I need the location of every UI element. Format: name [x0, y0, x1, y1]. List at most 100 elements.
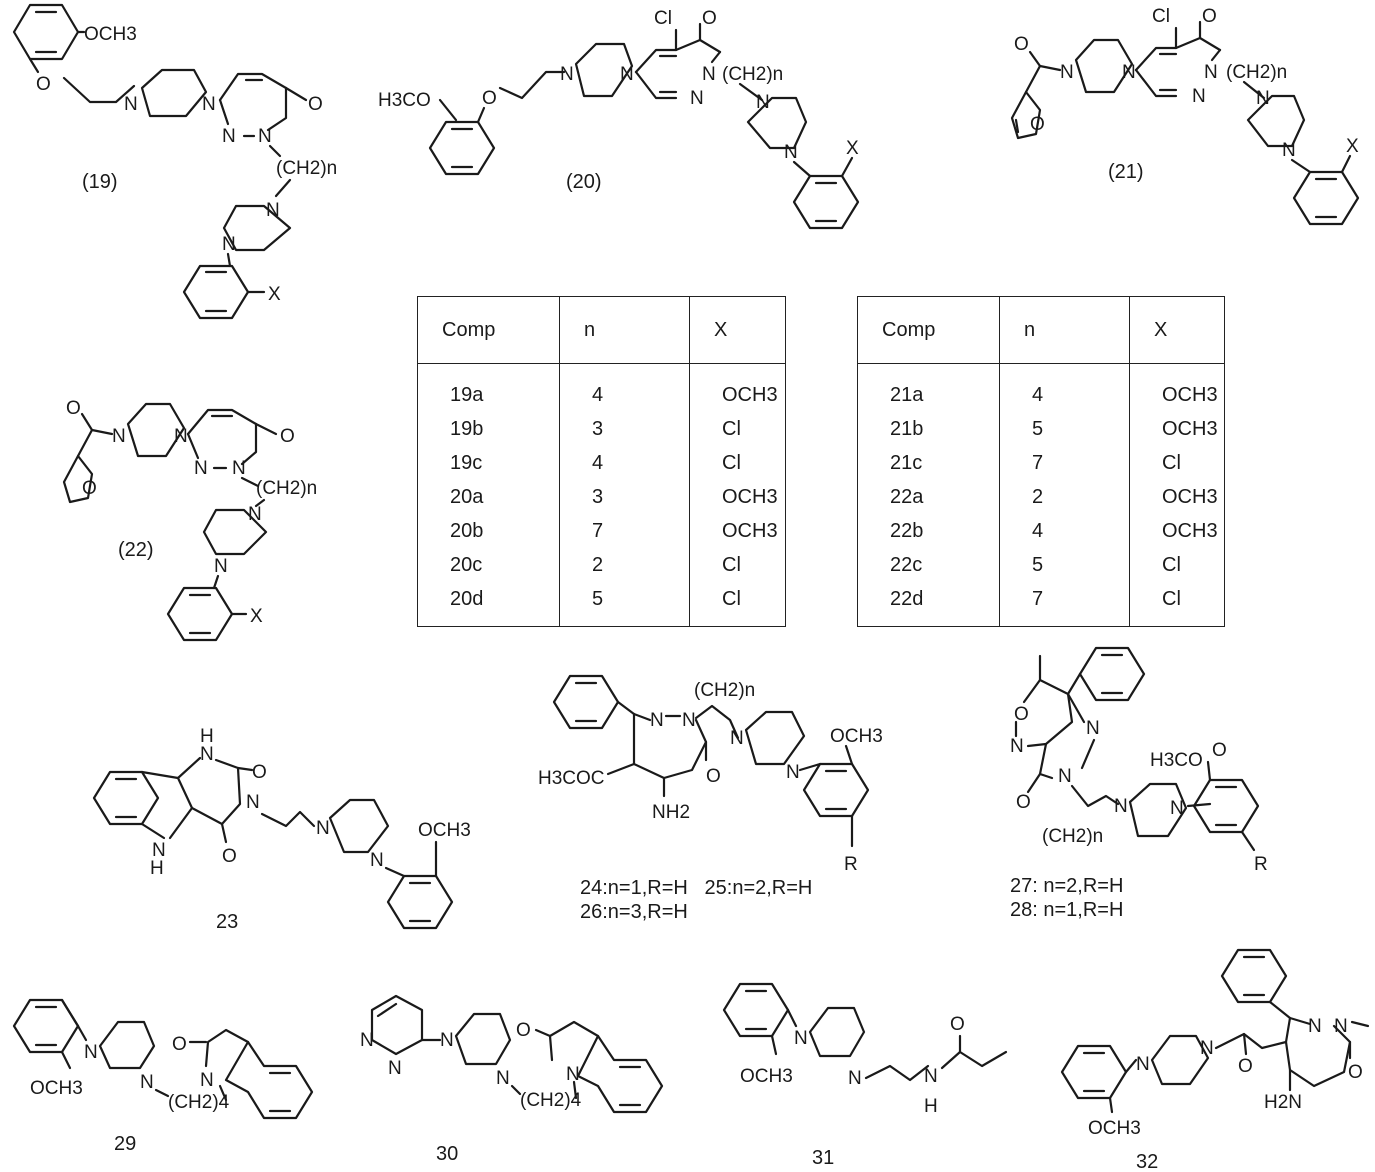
atom-n: N — [650, 710, 664, 731]
atom-n: N — [756, 92, 770, 113]
compound-30: N N N N (CH2)4 N O 30 — [360, 994, 664, 1165]
atom-o: O — [308, 94, 323, 115]
cell-comp: 22d — [890, 587, 924, 610]
compound-24-26: N N O NH2 H3COC (CH2)n N N OCH3 R 24:n=1… — [538, 674, 883, 923]
atom-h3coc: H3COC — [538, 768, 605, 789]
cell-x: Cl — [689, 548, 786, 582]
atom-o: O — [1238, 1056, 1253, 1077]
atom-o: O — [66, 398, 81, 419]
col-header-x: X — [1129, 296, 1225, 364]
atom-n: N — [214, 556, 228, 577]
caption-23: 23 — [216, 911, 238, 933]
col-header-n: n — [999, 296, 1130, 364]
atom-o: O — [482, 88, 497, 109]
atom-n: N — [1200, 1038, 1214, 1059]
cell-x: OCH3 — [689, 480, 786, 514]
cell-x: OCH3 — [1129, 514, 1225, 548]
atom-n: N — [112, 426, 126, 447]
atom-och3: OCH3 — [418, 820, 471, 841]
cell-comp: 19c — [450, 451, 483, 474]
atom-o: O — [950, 1014, 965, 1035]
atom-ch2n: (CH2)n — [694, 680, 755, 701]
atom-n: N — [702, 64, 716, 85]
cell-x: OCH3 — [1129, 363, 1225, 412]
cell-comp: 20a — [450, 485, 484, 508]
atom-x: X — [268, 284, 281, 305]
caption-19: (19) — [82, 171, 118, 193]
atom-n: N — [690, 88, 704, 109]
atom-cl: Cl — [1152, 6, 1170, 27]
atom-h3co: H3CO — [1150, 750, 1203, 771]
atom-o: O — [222, 846, 237, 867]
compound-31: OCH3 N N N H O 31 — [722, 982, 1008, 1169]
col-header-x: X — [689, 296, 786, 364]
cell-x: Cl — [1129, 548, 1225, 582]
atom-n: N — [794, 1028, 808, 1049]
atom-n: N — [496, 1068, 510, 1089]
atom-n: N — [202, 94, 216, 115]
compound-19: OCH3 O N N O N N (CH2)n N N X (19) — [12, 3, 337, 320]
atom-n: N — [200, 744, 214, 765]
atom-n: N — [152, 840, 166, 861]
compound-20: H3CO O N N Cl O N N (CH2)n N N X (20) — [378, 8, 860, 230]
cell-comp: 22a — [890, 485, 924, 508]
atom-och3: OCH3 — [1088, 1118, 1141, 1139]
atom-h: H — [924, 1096, 938, 1117]
compound-27-28: O N N N O (CH2)n N N H3CO O R 27: n=2,R=… — [1010, 646, 1268, 921]
cell-comp: 22c — [890, 553, 923, 576]
atom-h: H — [150, 858, 164, 879]
table-header-row: Comp n X — [417, 296, 786, 364]
atom-n: N — [194, 458, 208, 479]
atom-o: O — [1030, 114, 1045, 135]
atom-n: N — [370, 850, 384, 871]
compound-22: O N N O O N N (CH2)n N N X (22) — [62, 398, 317, 642]
atom-o: O — [1016, 792, 1031, 813]
cell-x: OCH3 — [1129, 412, 1225, 446]
atom-o: O — [1212, 740, 1227, 761]
caption-20: (20) — [566, 171, 602, 193]
atom-nh2: NH2 — [652, 802, 690, 823]
atom-h2n: H2N — [1264, 1092, 1302, 1113]
cell-x: Cl — [1129, 582, 1225, 627]
atom-n: N — [1058, 766, 1072, 787]
cell-comp: 22b — [890, 519, 924, 542]
atom-n: N — [124, 94, 138, 115]
atom-x: X — [250, 606, 263, 627]
cell-n: 2 — [999, 480, 1130, 514]
atom-n: N — [566, 1064, 580, 1085]
atom-n: N — [1086, 718, 1100, 739]
atom-r: R — [844, 854, 858, 875]
cell-x: OCH3 — [689, 363, 786, 412]
cell-n: 5 — [999, 548, 1130, 582]
atom-n: N — [232, 458, 246, 479]
cell-x: Cl — [689, 582, 786, 627]
atom-n: N — [1060, 62, 1074, 83]
caption-21: (21) — [1108, 161, 1144, 183]
cell-x: OCH3 — [1129, 480, 1225, 514]
atom-n: N — [246, 792, 260, 813]
cell-n: 7 — [999, 582, 1130, 627]
atom-ch2-n-paren: (CH2)n — [1042, 826, 1103, 847]
cell-n: 3 — [559, 480, 690, 514]
cell-x: Cl — [689, 446, 786, 480]
atom-n: N — [682, 710, 696, 731]
atom-n: N — [360, 1030, 374, 1051]
atom-o: O — [516, 1020, 531, 1041]
atom-o: O — [702, 8, 717, 29]
compound-32: OCH3 N N O N N O H2N 32 — [1060, 948, 1370, 1172]
atom-o: O — [1348, 1062, 1363, 1083]
col-header-comp: Comp — [417, 296, 560, 364]
atom-ch2n: (CH2)n — [722, 64, 783, 85]
atom-r: R — [1254, 854, 1268, 875]
atom-ch2n: (CH2)n — [1226, 62, 1287, 83]
